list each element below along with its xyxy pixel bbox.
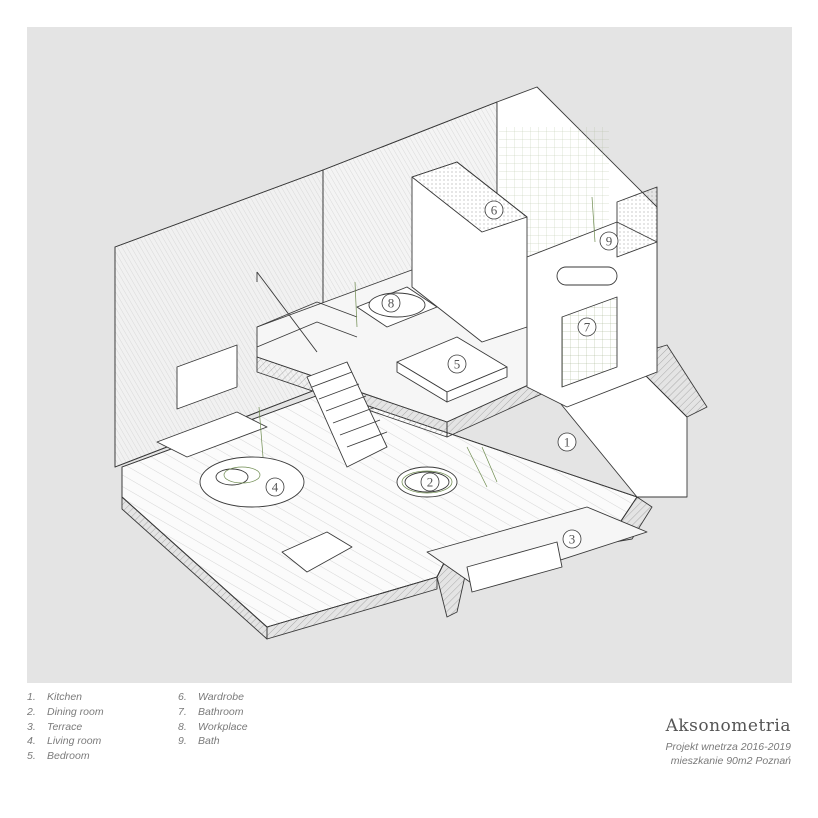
- svg-text:4: 4: [272, 480, 279, 495]
- room-markers: 1 2 3 4 5 6 7 8 9: [265, 200, 619, 549]
- legend-column-2: 6.Wardrobe 7.Bathroom 8.Workplace 9.Bath: [178, 690, 248, 749]
- legend-item: 5.Bedroom: [27, 750, 90, 763]
- legend-item: 4.Living room: [27, 735, 102, 748]
- axonometric-drawing-canvas: 1 2 3 4 5 6 7 8 9: [27, 27, 792, 683]
- marker-9: 9: [599, 231, 619, 251]
- axonometric-drawing: 1 2 3 4 5 6 7 8 9: [114, 86, 708, 640]
- legend-item: 6.Wardrobe: [178, 691, 244, 703]
- marker-3: 3: [562, 529, 582, 549]
- svg-text:3: 3: [569, 532, 576, 547]
- marker-1: 1: [557, 432, 577, 452]
- tv-unit: [176, 344, 238, 410]
- legend-item: 3.Terrace: [27, 720, 83, 733]
- legend-item: 8.Workplace: [178, 720, 248, 733]
- legend-item: 1.Kitchen: [27, 691, 83, 703]
- marker-6: 6: [484, 200, 504, 220]
- svg-text:5: 5: [454, 357, 461, 372]
- svg-text:8: 8: [388, 296, 395, 311]
- marker-4: 4: [265, 477, 285, 497]
- legend-item: 2.Dining room: [27, 705, 104, 718]
- bath-tub: [556, 266, 618, 286]
- legend-item: 7.Bathroom: [178, 705, 244, 718]
- marker-2: 2: [420, 472, 440, 492]
- drawing-title: Aksonometria: [665, 716, 791, 736]
- sofa: [156, 411, 268, 458]
- marker-5: 5: [447, 354, 467, 374]
- staircase: [306, 361, 388, 468]
- apartment-line: mieszkanie 90m2 Poznań: [670, 755, 791, 767]
- title-block: Aksonometria Projekt wnetrza 2016-2019 m…: [666, 716, 792, 768]
- svg-text:6: 6: [491, 203, 498, 218]
- svg-text:1: 1: [564, 435, 571, 450]
- legend-item: 9.Bath: [178, 735, 220, 748]
- svg-text:9: 9: [606, 234, 613, 249]
- marker-7: 7: [577, 317, 597, 337]
- marker-8: 8: [381, 293, 401, 313]
- legend-column-1: 1.Kitchen 2.Dining room 3.Terrace 4.Livi…: [27, 690, 104, 764]
- svg-text:7: 7: [584, 320, 591, 335]
- svg-text:2: 2: [427, 475, 434, 490]
- project-line: Projekt wnetrza 2016-2019: [665, 741, 792, 753]
